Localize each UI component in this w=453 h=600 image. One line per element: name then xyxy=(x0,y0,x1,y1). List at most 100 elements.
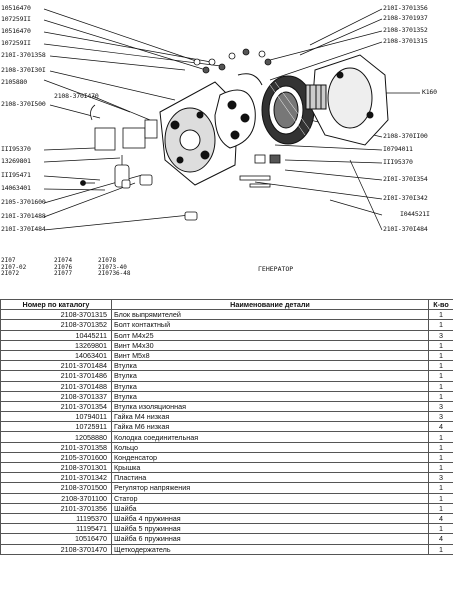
model-code: 2I077 xyxy=(54,270,73,277)
part-label: 2108-3701937 xyxy=(383,14,428,22)
catalog-number-cell: 14063401 xyxy=(0,349,112,362)
part-name-cell: Гайка М4 низкая xyxy=(111,411,429,423)
part-label: I044521I xyxy=(400,210,430,218)
part-name-cell: Втулка изоляционная xyxy=(111,400,429,413)
model-code: 2I076 xyxy=(54,263,73,271)
part-name-cell: Винт М5х8 xyxy=(111,349,429,362)
quantity-cell: 1 xyxy=(428,492,453,504)
quantity-cell: 3 xyxy=(428,400,453,413)
part-label: 2108-370II00 xyxy=(383,132,428,140)
catalog-number-cell: 2108-3701315 xyxy=(0,309,112,321)
quantity-cell: 3 xyxy=(428,329,453,341)
diagram-title: ГЕНЕРАТОР xyxy=(258,265,294,273)
catalog-number-cell: 2101-3701342 xyxy=(0,472,112,484)
model-list-col2: 2I074 2I076 2I077 xyxy=(54,257,73,278)
model-code: 2I078 xyxy=(98,257,117,264)
part-label: 10516470 xyxy=(1,4,31,12)
column-header-quantity: К-во xyxy=(428,298,453,311)
part-label: 107259II xyxy=(1,39,31,47)
part-name-cell: Шайба xyxy=(111,502,429,514)
model-code: 2I07-02 xyxy=(1,263,27,271)
part-name-cell: Болт контактный xyxy=(111,319,429,331)
part-label: 210I-3701488 xyxy=(1,212,46,220)
quantity-cell: 1 xyxy=(428,431,453,443)
model-list-col1: 2I07 2I07-02 2I072 xyxy=(1,257,27,278)
quantity-cell: 1 xyxy=(428,339,453,351)
catalog-number-cell: 10725911 xyxy=(0,421,112,433)
catalog-number-cell: 2101-3701356 xyxy=(0,502,112,514)
quantity-cell: 1 xyxy=(428,309,453,321)
catalog-number-cell: 2101-3701354 xyxy=(0,400,112,413)
part-name-cell: Статор xyxy=(111,492,429,504)
part-name-cell: Болт М4х25 xyxy=(111,329,429,341)
column-header-part-name: Наименование детали xyxy=(111,298,429,311)
part-label: 2105-3701600 xyxy=(1,198,46,206)
quantity-cell: 4 xyxy=(428,512,453,525)
part-label: 2108-3701315 xyxy=(383,37,428,45)
part-label: 210I-3701356 xyxy=(383,4,428,12)
part-label: I0794011 xyxy=(383,145,413,153)
catalog-number-cell: 12058880 xyxy=(0,431,112,443)
catalog-number-cell: 2108-3701470 xyxy=(0,543,112,555)
catalog-number-cell: 11195471 xyxy=(0,523,112,535)
catalog-number-cell: 2108-3701100 xyxy=(0,492,112,504)
part-label: III95370 xyxy=(1,145,31,153)
part-label: 2108-370I470 xyxy=(54,92,99,100)
parts-table: Номер по каталогу Наименование детали К-… xyxy=(0,298,453,555)
catalog-number-cell: 2105-3701600 xyxy=(0,451,112,464)
part-name-cell: Конденсатор xyxy=(111,451,429,464)
quantity-cell: 1 xyxy=(428,349,453,362)
part-name-cell: Кольцо xyxy=(111,441,429,453)
part-label: 107259II xyxy=(1,15,31,23)
model-code: 2I0736-48 xyxy=(98,270,131,277)
catalog-number-cell: 2101-3701484 xyxy=(0,360,112,372)
catalog-number-cell: 10516470 xyxy=(0,533,112,545)
model-code: 2I072 xyxy=(1,270,20,277)
model-code: 2I07 xyxy=(1,257,16,264)
catalog-number-cell: 2108-3701337 xyxy=(0,390,112,402)
quantity-cell: 1 xyxy=(428,482,453,494)
quantity-cell: 1 xyxy=(428,461,453,474)
catalog-number-cell: 2108-3701500 xyxy=(0,482,112,494)
part-label: 210I-370I484 xyxy=(383,225,428,233)
quantity-cell: 4 xyxy=(428,421,453,433)
catalog-number-cell: 10445211 xyxy=(0,329,112,341)
part-name-cell: Втулка xyxy=(111,390,429,402)
catalog-number-cell: 11195370 xyxy=(0,512,112,525)
part-label: 2I0I-370I342 xyxy=(383,194,428,202)
catalog-number-cell: 2101-3701488 xyxy=(0,380,112,392)
model-code: 2I074 xyxy=(54,257,73,264)
quantity-cell: 1 xyxy=(428,360,453,372)
quantity-cell: 1 xyxy=(428,523,453,535)
part-label: 2108-370I30I xyxy=(1,66,46,74)
part-label: 2108-370I500 xyxy=(1,100,46,108)
column-header-catalog-number: Номер по каталогу xyxy=(0,298,112,311)
catalog-number-cell: 2108-3701352 xyxy=(0,319,112,331)
part-name-cell: Пластина xyxy=(111,472,429,484)
part-name-cell: Щеткодержатель xyxy=(111,543,429,555)
catalog-number-cell: 13269801 xyxy=(0,339,112,351)
part-name-cell: Втулка xyxy=(111,360,429,372)
part-label: 2I0I-370I354 xyxy=(383,175,428,183)
quantity-cell: 1 xyxy=(428,451,453,464)
model-code: 2I073-40 xyxy=(98,263,127,271)
catalog-number-cell: 10794011 xyxy=(0,411,112,423)
quantity-cell: 4 xyxy=(428,533,453,545)
generator-drawing xyxy=(43,8,420,231)
